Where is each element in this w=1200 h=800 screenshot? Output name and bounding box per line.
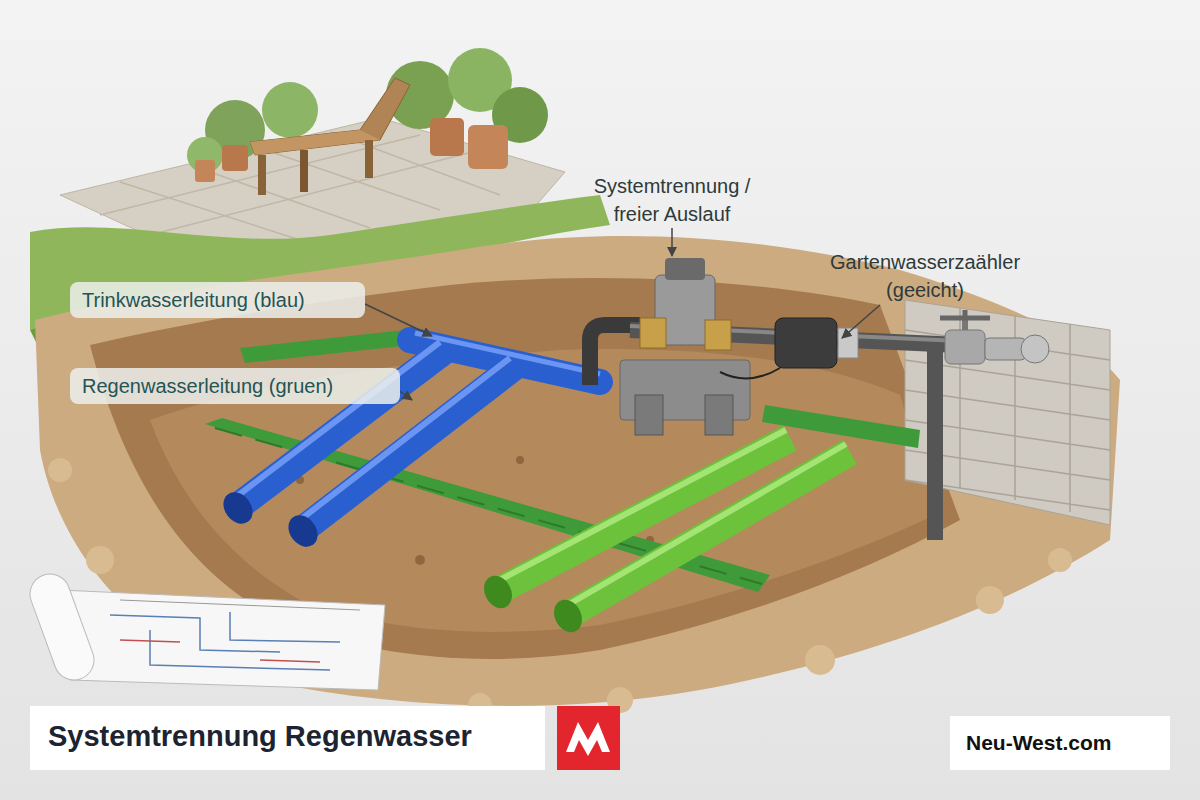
leader-lines-part [671,228,673,256]
system-separation-device-part [640,318,666,348]
trench-part [48,458,72,482]
garden-tap-part [927,345,943,540]
website-box: Neu-West.com [950,716,1170,770]
logo-part [566,722,610,756]
plants [187,48,548,182]
rainwater-pipe-part [479,571,518,613]
warning-tape-part [240,330,412,363]
garden-tap-part [1021,335,1049,363]
drinking-water-pipe-part [217,487,258,530]
website: Neu-West.com [966,731,1111,755]
trench-part [415,555,425,565]
blueprint-part [110,612,340,670]
pipe-label-box: Regenwasserleitung (gruen) [70,368,400,404]
water-meter-part [775,318,837,368]
rainwater-pipe-part [566,444,846,606]
drinking-water-pipe [217,333,600,552]
trench-part [516,456,524,464]
drinking-water-pipe-part [282,510,323,553]
drinking-water-pipe-part [415,333,600,374]
sun-lounger-part [250,130,380,155]
leader-lines [365,228,880,400]
sun-lounger-part [258,155,266,195]
garden-tap-part [945,330,985,364]
component-label: Systemtrennung / freier Auslauf [572,172,772,228]
trench-part [805,645,835,675]
water-meter-part [720,368,780,378]
pipe-label-box: Trinkwasserleitung (blau) [70,282,365,318]
system-separation-device-part [665,258,705,280]
leader-lines-part [365,304,432,336]
garden-tap-part [940,310,990,318]
trench-part [1048,548,1072,572]
pipe-label: Trinkwasserleitung (blau) [82,289,305,312]
plants-part [430,118,464,156]
blueprint-part [24,568,99,685]
rainwater-pipe-part [570,452,850,614]
garden-tap-part [985,338,1025,360]
leader-lines-part [398,390,412,400]
component-label: Gartenwasserzaähler (geeicht) [800,248,1050,304]
logo-part [557,706,620,770]
sun-lounger [250,78,410,195]
drinking-water-pipe-part [236,342,440,497]
water-meter [720,318,858,378]
blueprint-part [120,640,320,662]
trench-part [48,458,1110,717]
pipe-label: Regenwasserleitung (gruen) [82,375,333,398]
plants-part [195,160,215,182]
logo [557,706,620,770]
sun-lounger-part [250,78,410,155]
blueprint-part [120,600,360,610]
title-panel-part [30,706,545,770]
rainwater-pipe-part [549,595,588,637]
sun-lounger-part [365,140,373,178]
trench-part [976,586,1004,614]
leader-lines-part [842,305,880,338]
plants-part [262,82,318,138]
blueprint [24,568,385,690]
garden-tap [935,310,1049,540]
title-panel [30,706,545,770]
sun-lounger-part [300,150,308,192]
system-separation-device-part [635,395,663,435]
plants-part [468,125,508,169]
trench [35,236,1120,717]
system-separation-device-part [705,320,731,350]
plants-part [222,145,248,171]
blueprint-part [60,590,385,690]
rainwater-pipe [479,430,850,637]
trench-part [35,236,1120,706]
trench-part [86,546,114,574]
title: Systemtrennung Regenwasser [48,720,472,753]
system-separation-device-part [705,395,733,435]
